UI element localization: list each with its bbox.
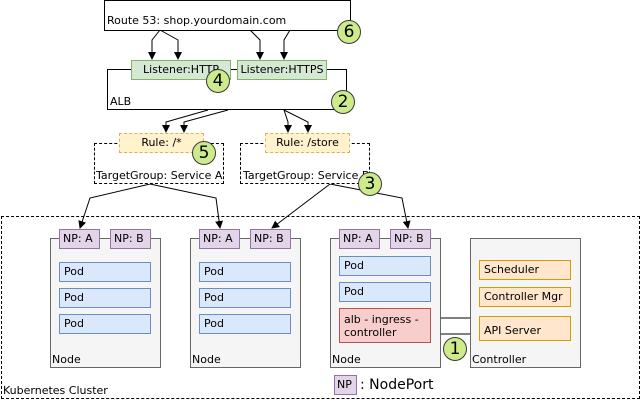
arrow-alb-to-rule-b-2	[283, 109, 312, 133]
node-1-pod-2: Pod	[59, 288, 151, 308]
route53-box: Route 53: shop.yourdomain.com	[104, 0, 351, 31]
arrow-alb-to-rule-b-1	[283, 109, 292, 133]
badge-1: 1	[443, 337, 467, 361]
badge-2: 2	[331, 90, 355, 114]
arrow-route53-to-https-2	[280, 29, 291, 60]
arrow-alb-to-rule-a-2	[180, 109, 229, 133]
listener-http: Listener:HTTP	[131, 60, 231, 80]
rule-b: Rule: /store	[265, 133, 350, 153]
listener-https: Listener:HTTPS	[237, 60, 327, 80]
controller-label: Controller	[472, 353, 527, 366]
arrow-tga-to-node2	[149, 183, 224, 229]
node-2-nodeport-a: NP: A	[199, 229, 240, 249]
node-2-pod-3: Pod	[199, 314, 291, 334]
legend-nodeport-text: : NodePort	[360, 377, 434, 393]
badge-3: 3	[358, 172, 382, 196]
route53-label: Route 53: shop.yourdomain.com	[107, 14, 287, 27]
badge-4: 4	[206, 69, 230, 93]
api-server: API Server	[479, 316, 571, 341]
arrow-tgb-to-node3	[329, 183, 411, 229]
node-1-pod-1: Pod	[59, 262, 151, 282]
node-1-label: Node	[52, 353, 81, 366]
arrow-alb-to-rule-a-1	[162, 109, 209, 133]
alb-label: ALB	[110, 95, 132, 108]
badge-6: 6	[337, 20, 361, 44]
rule-a: Rule: /*	[119, 133, 204, 153]
badge-5: 5	[192, 141, 216, 165]
cluster-label: Kubernetes Cluster	[3, 384, 108, 397]
kubernetes-cluster: Kubernetes Cluster	[1, 216, 640, 399]
node-2-label: Node	[192, 353, 221, 366]
node-3-pod-1: Pod	[339, 256, 431, 276]
target-group-b-label: TargetGroup: Service B	[243, 169, 370, 182]
node-2-nodeport-b: NP: B	[250, 229, 291, 249]
arrow-route53-to-http-2	[159, 29, 182, 60]
arrow-tgb-to-node2	[271, 183, 331, 229]
arrow-route53-to-https-1	[249, 29, 264, 60]
scheduler: Scheduler	[479, 260, 571, 280]
node-3-label: Node	[332, 353, 361, 366]
node-3-nodeport-a: NP: A	[339, 229, 380, 249]
arrow-route53-to-http-1	[148, 29, 161, 60]
node-1-nodeport-b: NP: B	[110, 229, 151, 249]
node-3-pod-2: Pod	[339, 282, 431, 302]
controller-manager: Controller Mgr	[479, 287, 571, 307]
target-group-a-label: TargetGroup: Service A	[96, 169, 223, 182]
alb-ingress-controller: alb - ingress - controller	[339, 308, 431, 343]
arrow-tga-to-node1	[78, 183, 151, 229]
node-3-nodeport-b: NP: B	[390, 229, 431, 249]
node-2-pod-1: Pod	[199, 262, 291, 282]
node-2-pod-2: Pod	[199, 288, 291, 308]
legend-nodeport-swatch: NP	[334, 375, 357, 395]
node-1-pod-3: Pod	[59, 314, 151, 334]
node-1-nodeport-a: NP: A	[59, 229, 100, 249]
